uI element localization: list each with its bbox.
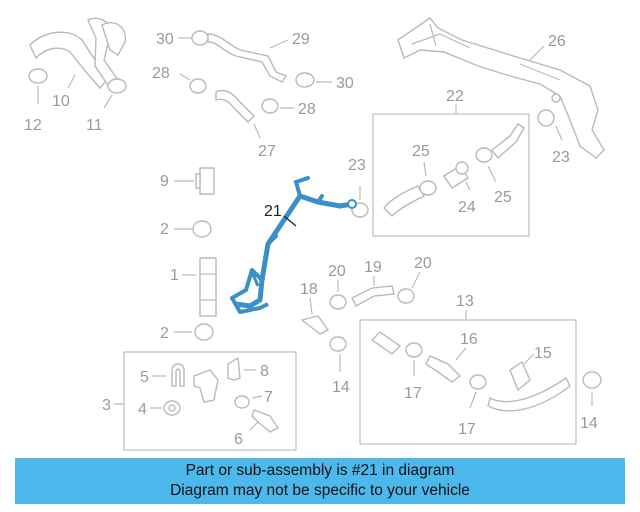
small-hose-group: 30 30 29 28 28 27 — [152, 30, 354, 160]
box-22: 22 25 24 25 23 23 — [348, 88, 570, 237]
callout-16: 16 — [460, 331, 478, 348]
upper-hose-group: 12 10 11 — [24, 17, 127, 134]
callout-14-right: 14 — [580, 415, 598, 432]
fitting-group-left: 9 2 1 2 — [160, 167, 217, 342]
callout-4: 4 — [138, 401, 147, 418]
callout-23-right: 23 — [552, 149, 570, 166]
box-3: 3 5 4 8 7 6 — [102, 351, 297, 451]
callout-25-right: 25 — [494, 189, 512, 206]
callout-3: 3 — [102, 397, 111, 414]
callout-8: 8 — [260, 363, 269, 380]
callout-2-bottom: 2 — [160, 325, 169, 342]
callout-27: 27 — [258, 143, 276, 160]
callout-18: 18 — [300, 281, 318, 298]
callout-20-right: 20 — [414, 255, 432, 272]
callout-23-left: 23 — [348, 157, 366, 174]
callout-20-left: 20 — [328, 263, 346, 280]
callout-28-left: 28 — [152, 65, 170, 82]
callout-15: 15 — [534, 345, 552, 362]
bracket-group: 26 — [397, 17, 605, 159]
callout-6: 6 — [234, 431, 243, 448]
callout-12: 12 — [24, 117, 42, 134]
callout-24: 24 — [458, 199, 476, 216]
callout-14-left: 14 — [332, 379, 350, 396]
callout-21: 21 — [264, 203, 282, 220]
callout-30-right: 30 — [336, 75, 354, 92]
clamp-14-right: 14 — [580, 371, 602, 432]
callout-30-top: 30 — [156, 31, 174, 48]
callout-5: 5 — [140, 369, 149, 386]
callout-29: 29 — [292, 31, 310, 48]
callout-19: 19 — [364, 259, 382, 276]
callout-1: 1 — [170, 267, 179, 284]
callout-7: 7 — [264, 389, 273, 406]
box-13: 13 17 16 17 15 — [359, 293, 577, 445]
callout-26: 26 — [548, 33, 566, 50]
banner-line-2: Diagram may not be specific to your vehi… — [170, 482, 470, 499]
callout-25-left: 25 — [412, 143, 430, 160]
info-banner: Part or sub-assembly is #21 in diagram D… — [15, 458, 625, 504]
callout-28-right: 28 — [298, 101, 316, 118]
callout-9: 9 — [160, 173, 169, 190]
callout-2-top: 2 — [160, 221, 169, 238]
callout-17-bottom: 17 — [458, 421, 476, 438]
callout-17-left: 17 — [404, 385, 422, 402]
callout-11: 11 — [86, 117, 103, 134]
callout-22: 22 — [446, 88, 464, 105]
callout-13: 13 — [456, 293, 474, 310]
part-21-pipe: 21 — [230, 176, 357, 314]
parts-diagram: 12 10 11 30 30 29 28 28 27 26 22 — [24, 17, 605, 451]
middle-parts-group: 20 19 20 18 14 — [300, 255, 432, 396]
banner-line-1: Part or sub-assembly is #21 in diagram — [185, 462, 455, 479]
callout-10: 10 — [52, 93, 70, 110]
